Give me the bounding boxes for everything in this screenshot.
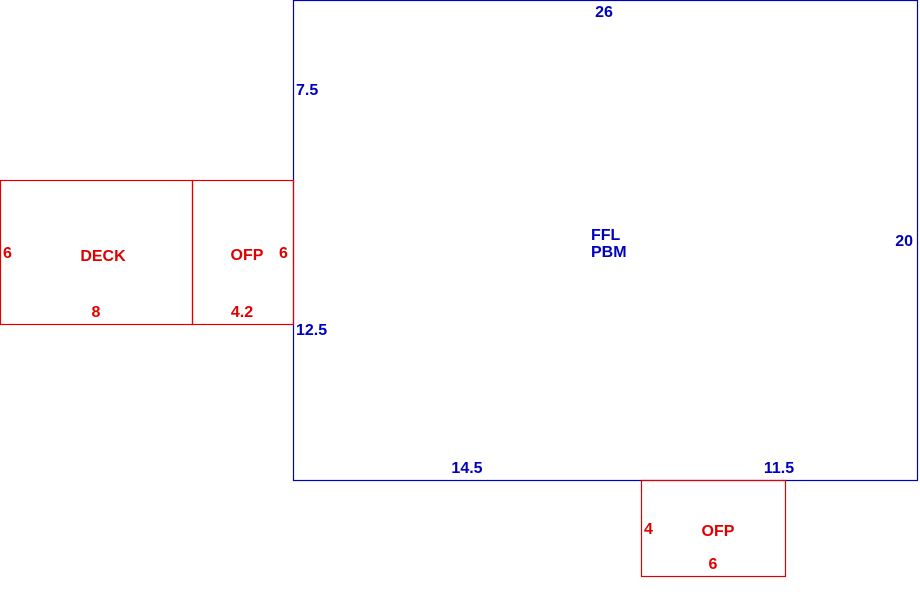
porch-left-label: OFP <box>231 247 264 264</box>
deck: DECK 6 8 <box>0 179 194 326</box>
porch-left-dim-height: 6 <box>279 245 288 262</box>
main-area-dim-top: 26 <box>595 4 613 21</box>
main-area-dim-left-lower: 12.5 <box>296 322 327 339</box>
porch-left: OFP 6 4.2 <box>191 179 295 326</box>
porch-bottom-label: OFP <box>702 523 735 540</box>
main-area-label-pbm: PBM <box>591 244 627 261</box>
porch-bottom-dim-height: 4 <box>644 521 653 538</box>
porch-bottom-dim-width: 6 <box>709 556 718 573</box>
deck-dim-height: 6 <box>3 245 12 262</box>
porch-left-dim-width: 4.2 <box>231 304 253 321</box>
main-area: 26 20 7.5 12.5 14.5 11.5 FFL PBM <box>292 0 919 482</box>
main-area-dim-right: 20 <box>895 233 913 250</box>
main-area-dim-bottom-left: 14.5 <box>451 460 482 477</box>
porch-bottom: OFP 4 6 <box>640 479 787 578</box>
main-area-dim-left-upper: 7.5 <box>296 82 318 99</box>
porch-bottom-outline <box>640 479 787 578</box>
deck-label: DECK <box>80 248 126 265</box>
main-area-label-ffl: FFL <box>591 227 621 244</box>
main-area-dim-bottom-right: 11.5 <box>764 460 794 477</box>
deck-dim-width: 8 <box>92 304 101 321</box>
porch-left-outline <box>191 179 295 326</box>
